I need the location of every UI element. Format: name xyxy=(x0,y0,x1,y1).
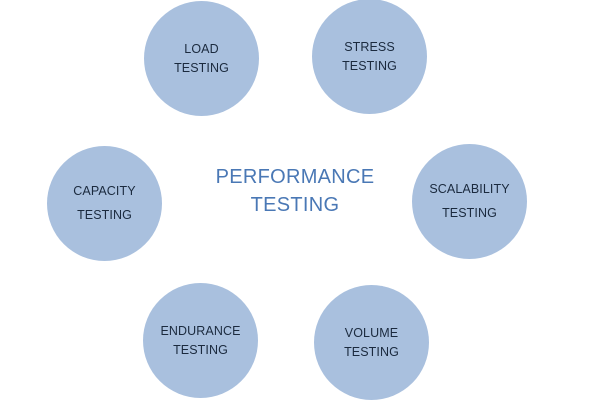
node-label-line2: TESTING xyxy=(174,60,229,75)
node-load-testing: LOAD TESTING xyxy=(144,1,259,116)
node-label-line2: TESTING xyxy=(342,58,397,73)
node-label-line2: TESTING xyxy=(77,208,132,222)
center-title-line2: TESTING xyxy=(250,194,340,216)
node-capacity-testing: CAPACITY TESTING xyxy=(47,146,162,261)
node-volume-testing: VOLUME TESTING xyxy=(314,285,429,400)
center-title: PERFORMANCE TESTING xyxy=(200,163,390,219)
node-label-line2: TESTING xyxy=(173,342,228,357)
node-scalability-testing: SCALABILITY TESTING xyxy=(412,144,527,259)
node-stress-testing: STRESS TESTING xyxy=(312,0,427,114)
node-label-line1: ENDURANCE xyxy=(160,323,241,338)
node-label-line2: TESTING xyxy=(344,344,399,359)
node-endurance-testing: ENDURANCE TESTING xyxy=(143,283,258,398)
center-title-line1: PERFORMANCE xyxy=(215,166,375,188)
node-label-line2: TESTING xyxy=(442,206,497,220)
node-label-line1: LOAD xyxy=(184,41,219,56)
node-label-line1: SCALABILITY xyxy=(429,182,510,196)
node-label-line1: VOLUME xyxy=(344,325,399,340)
node-label-line1: STRESS xyxy=(344,39,395,54)
node-label-line1: CAPACITY xyxy=(73,184,136,198)
